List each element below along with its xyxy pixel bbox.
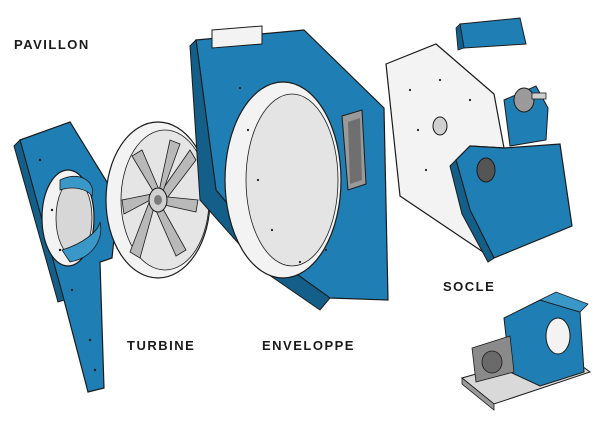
socle-part (385, 17, 573, 263)
pavillon-part (13, 121, 119, 393)
enveloppe-label: ENVELOPPE (262, 338, 355, 353)
turbine-label: TURBINE (127, 338, 196, 353)
turbine-part (105, 121, 211, 279)
assembled-fan-inset (460, 291, 592, 411)
socle-label: SOCLE (443, 279, 496, 294)
enveloppe-part (189, 25, 389, 311)
pavillon-label: PAVILLON (14, 37, 90, 52)
